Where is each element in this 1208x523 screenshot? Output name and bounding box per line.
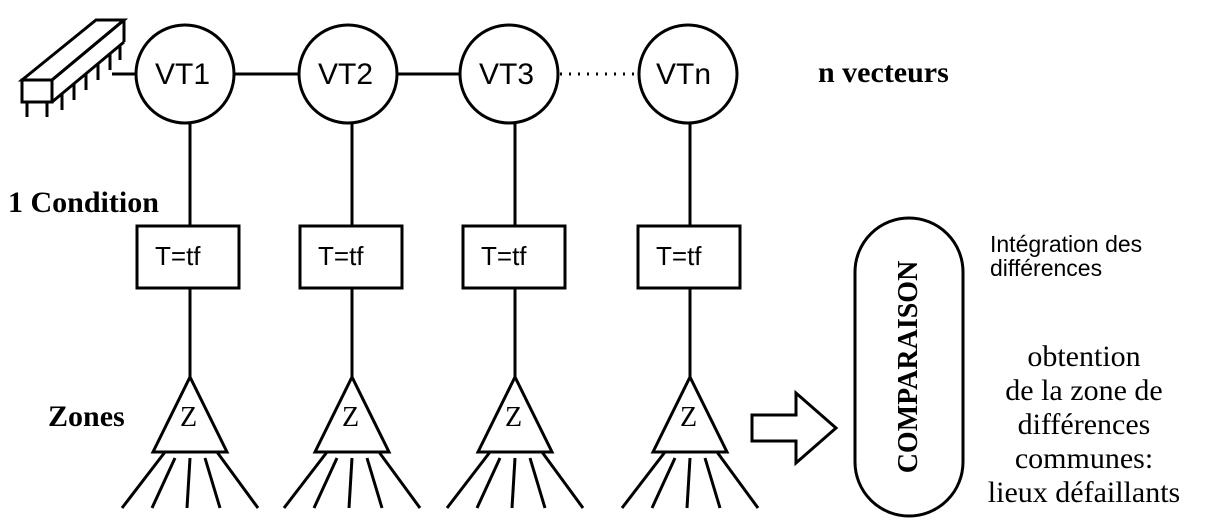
comparison-label: COMPARAISON bbox=[893, 260, 924, 474]
vectors-count-label: n vecteurs bbox=[818, 56, 949, 89]
condition-cell-label: T=tf bbox=[481, 241, 527, 271]
zone-fan bbox=[282, 373, 422, 509]
integration-note: Intégration des différences bbox=[990, 232, 1142, 280]
zone-symbol: Z bbox=[680, 402, 698, 433]
arrow-right-icon bbox=[750, 389, 839, 467]
result-line: lieux défaillants bbox=[987, 476, 1181, 509]
zone-symbol: Z bbox=[342, 402, 360, 433]
zone-fan bbox=[620, 373, 760, 509]
zones-label: Zones bbox=[48, 400, 125, 433]
zone-fan bbox=[445, 373, 585, 509]
vector-label: VTn bbox=[656, 58, 712, 91]
result-line: différences bbox=[1017, 408, 1151, 441]
vector-label: VT3 bbox=[479, 58, 535, 91]
condition-box bbox=[135, 224, 241, 290]
condition-cell-label: T=tf bbox=[656, 241, 702, 271]
zone-symbol: Z bbox=[505, 402, 523, 433]
result-line: de la zone de bbox=[1005, 374, 1163, 407]
integration-line: différences bbox=[990, 255, 1103, 281]
diagram-lines bbox=[17, 18, 965, 518]
integration-line: Intégration des bbox=[990, 231, 1143, 257]
chip-icon bbox=[17, 18, 137, 117]
comparison-box bbox=[853, 216, 965, 518]
zone-symbol: Z bbox=[180, 402, 198, 433]
condition-label: 1 Condition bbox=[8, 186, 159, 219]
vector-label: VT2 bbox=[318, 58, 374, 91]
result-line: communes: bbox=[1014, 442, 1154, 475]
condition-cell-label: T=tf bbox=[318, 241, 364, 271]
result-line: obtention bbox=[1027, 340, 1141, 373]
vector-node bbox=[637, 23, 739, 125]
zone-fan bbox=[120, 373, 260, 509]
vector-label: VT1 bbox=[155, 58, 211, 91]
result-note: obtention de la zone de différences comm… bbox=[966, 340, 1202, 510]
condition-cell-label: T=tf bbox=[155, 241, 201, 271]
